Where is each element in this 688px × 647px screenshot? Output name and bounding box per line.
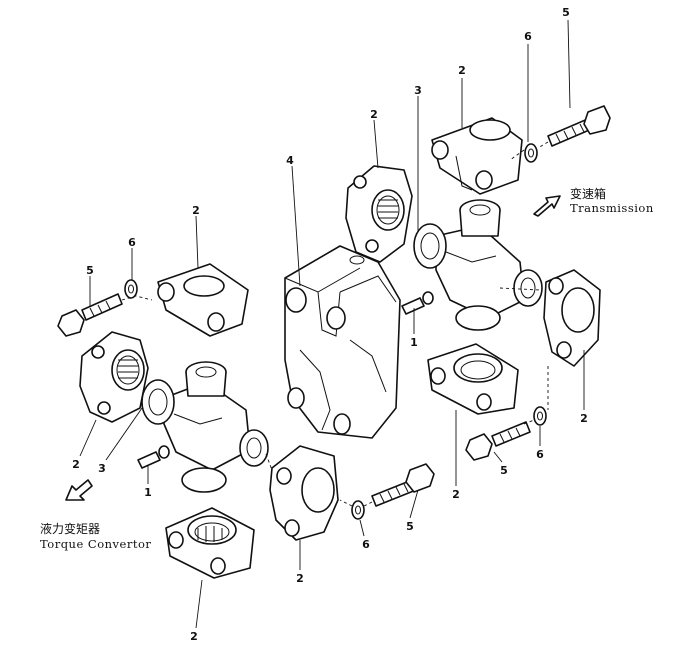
callout-numbers: 5 6 2 3 2 4 2 6 5 1 2 6 5 2 5 6 2 2 2 3 … bbox=[72, 6, 588, 643]
callout-2: 2 bbox=[370, 108, 378, 121]
caption-torque-en: Torque Convertor bbox=[40, 537, 151, 551]
center-housing bbox=[284, 245, 401, 439]
callout-3: 3 bbox=[98, 462, 106, 475]
bolt-left bbox=[57, 293, 123, 337]
washer-top-right bbox=[524, 143, 538, 163]
callout-6: 6 bbox=[362, 538, 370, 551]
spider-cross-left bbox=[141, 361, 269, 493]
callout-6: 6 bbox=[128, 236, 136, 249]
grease-fitting-left bbox=[137, 445, 170, 469]
spider-cross-right bbox=[413, 199, 543, 331]
bolt-lower-center bbox=[371, 463, 435, 507]
callout-2: 2 bbox=[190, 630, 198, 643]
bolt-lower-right bbox=[465, 421, 531, 461]
caption-torque-convertor: 液力变矩器 Torque Convertor bbox=[40, 521, 151, 551]
assembly-lines bbox=[121, 141, 549, 507]
callout-5: 5 bbox=[86, 264, 94, 277]
bearing-cap-top-right bbox=[431, 117, 523, 195]
caption-transmission: 变速箱 Transmission bbox=[570, 186, 654, 215]
bearing-block-bottom bbox=[165, 507, 255, 579]
callout-5: 5 bbox=[406, 520, 414, 533]
callout-5: 5 bbox=[562, 6, 570, 19]
callout-1: 1 bbox=[410, 336, 418, 349]
bolt-top-right bbox=[547, 105, 611, 147]
callout-2: 2 bbox=[452, 488, 460, 501]
bearing-block-left bbox=[79, 331, 149, 423]
callout-2: 2 bbox=[192, 204, 200, 217]
arrow-torque-convertor-icon bbox=[65, 479, 93, 501]
bearing-cap-right bbox=[543, 269, 601, 367]
caption-transmission-en: Transmission bbox=[570, 201, 654, 215]
leader-lines bbox=[79, 19, 585, 629]
bearing-block-lower bbox=[427, 343, 519, 415]
callout-2: 2 bbox=[458, 64, 466, 77]
callout-2: 2 bbox=[580, 412, 588, 425]
washer-left bbox=[124, 279, 138, 299]
callout-1: 1 bbox=[144, 486, 152, 499]
callout-3: 3 bbox=[414, 84, 422, 97]
bearing-cap-left-top bbox=[157, 263, 249, 337]
arrow-transmission-icon bbox=[533, 195, 561, 217]
callout-4: 4 bbox=[286, 154, 294, 167]
caption-torque-cn: 液力变矩器 bbox=[40, 521, 100, 536]
grease-fitting-right bbox=[401, 291, 434, 315]
callout-2: 2 bbox=[296, 572, 304, 585]
washer-lower-right bbox=[533, 406, 547, 426]
callout-5: 5 bbox=[500, 464, 508, 477]
washer-lower-center bbox=[351, 500, 365, 520]
caption-transmission-cn: 变速箱 bbox=[570, 186, 606, 201]
bearing-cap-lower-center bbox=[269, 445, 339, 541]
callout-6: 6 bbox=[524, 30, 532, 43]
callout-6: 6 bbox=[536, 448, 544, 461]
bearing-block-upper bbox=[345, 165, 413, 263]
callout-2: 2 bbox=[72, 458, 80, 471]
